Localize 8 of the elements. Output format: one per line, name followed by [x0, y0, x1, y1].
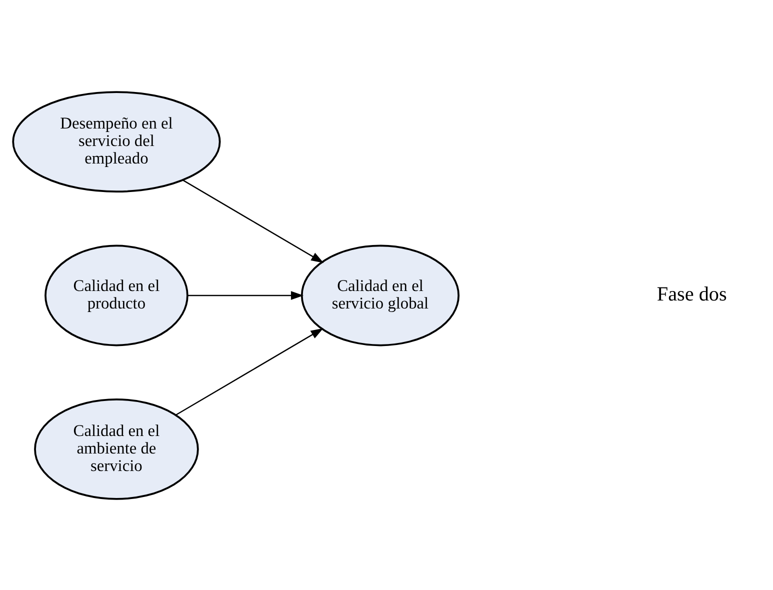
- arrow: [187, 290, 304, 300]
- arrow: [176, 328, 324, 415]
- node-ellipse: Calidad en el servicio global: [300, 244, 460, 346]
- label: Fase dos: [656, 282, 727, 305]
- node-ellipse: Calidad en el producto: [44, 244, 188, 346]
- arrow: [182, 179, 324, 262]
- node-ellipse: Calidad en el ambiente de servicio: [34, 398, 199, 500]
- node-ellipse: Desempeño en el servicio del empleado: [12, 90, 221, 192]
